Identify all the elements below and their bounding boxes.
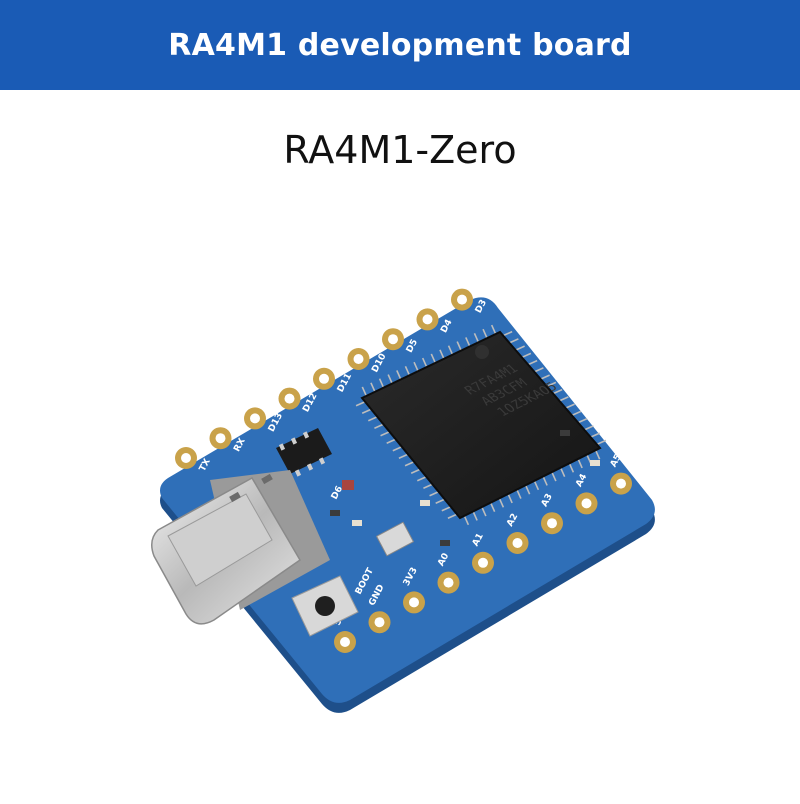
chip-pin xyxy=(481,506,487,517)
header-title: RA4M1 development board xyxy=(168,27,632,63)
chip-pin xyxy=(398,453,409,459)
chip-pin xyxy=(482,328,488,339)
chip-pin xyxy=(423,483,433,489)
chip-pin xyxy=(370,382,376,393)
chip-pin xyxy=(524,484,531,495)
chip-pin xyxy=(594,449,601,460)
chip-pin xyxy=(571,410,582,417)
passive-components xyxy=(330,430,600,557)
chip-pin xyxy=(533,480,540,491)
chip-pin xyxy=(565,403,575,409)
small-ic xyxy=(276,428,332,477)
top-pin-hole-3 xyxy=(284,393,295,404)
chip-pin xyxy=(568,462,575,473)
chip-pin xyxy=(509,338,519,344)
chip-pin xyxy=(374,423,384,429)
chip-pin xyxy=(489,502,496,513)
chip-pin xyxy=(516,489,522,499)
usb-c-connector xyxy=(151,470,330,625)
chip-pin xyxy=(473,332,480,343)
chip-pin xyxy=(552,388,563,395)
chip-pin xyxy=(521,352,532,359)
bottom-pin-hole-3 xyxy=(443,577,454,588)
top-pin-hole-0 xyxy=(181,453,191,463)
chip-pin xyxy=(367,416,378,422)
mcu-chip: R7FA4M1 AB3CFM 1OZ5KAO5 xyxy=(355,324,607,526)
bottom-pin-hole-2 xyxy=(409,597,419,608)
chip-pin xyxy=(498,497,505,508)
chip-pin xyxy=(463,515,470,526)
chip-pin xyxy=(590,432,600,438)
chip-pin xyxy=(577,458,583,469)
chip-pin xyxy=(559,396,569,402)
bottom-pin-hole-1 xyxy=(374,617,385,628)
chip-pin xyxy=(515,345,525,351)
chip-pin xyxy=(416,476,427,482)
chip-pin xyxy=(404,461,415,467)
chip-pin xyxy=(421,357,428,368)
chip-pin xyxy=(447,513,458,519)
chip-pin xyxy=(396,370,402,380)
top-pin-hole-1 xyxy=(215,433,226,444)
top-pin-hole-2 xyxy=(250,413,260,424)
chip-pin xyxy=(540,374,550,380)
chip-pin xyxy=(456,341,462,351)
bottom-pin-hole-6 xyxy=(547,518,557,529)
chip-pin xyxy=(410,468,421,474)
chip-pin xyxy=(465,337,471,347)
bottom-pin-hole-8 xyxy=(616,478,626,489)
chip-pin xyxy=(413,361,419,372)
chip-pin xyxy=(430,353,437,364)
bottom-pin-hole-5 xyxy=(512,538,523,548)
chip-pin xyxy=(577,417,588,424)
chip-pin xyxy=(439,349,445,360)
product-name: RA4M1-Zero xyxy=(283,128,517,172)
bottom-pin-hole-7 xyxy=(581,498,592,509)
chip-pin xyxy=(596,439,607,446)
bottom-pin-hole-4 xyxy=(478,557,488,568)
chip-pin xyxy=(507,493,513,504)
chip-pin xyxy=(380,431,390,437)
top-pin-hole-6 xyxy=(388,334,398,345)
chip-pin xyxy=(441,506,452,512)
chip-pin xyxy=(386,438,397,444)
top-pin-hole-5 xyxy=(353,354,364,364)
chip-pin xyxy=(551,471,557,482)
chip-pin xyxy=(435,498,446,504)
boot-button xyxy=(291,575,359,637)
chip-pin xyxy=(559,467,566,478)
chip-pin xyxy=(447,345,454,356)
chip-pin xyxy=(378,378,385,389)
bottom-pin-hole-0 xyxy=(340,637,350,647)
chip-pin xyxy=(542,476,548,486)
chip-pin xyxy=(355,401,366,407)
chip-pin xyxy=(584,425,594,431)
top-pin-hole-4 xyxy=(319,373,329,384)
chip-pin xyxy=(534,367,544,373)
chip-pin xyxy=(361,386,368,397)
chip-pin xyxy=(546,381,557,388)
top-pin-hole-8 xyxy=(457,294,467,305)
chip-pin xyxy=(490,324,497,335)
header-banner: RA4M1 development board xyxy=(0,0,800,90)
chip-pin xyxy=(392,446,403,452)
chip-pin xyxy=(527,359,538,366)
chip-pin xyxy=(502,330,513,337)
chip-pin xyxy=(429,491,439,497)
chip-pin xyxy=(387,374,393,384)
top-pin-hole-7 xyxy=(422,314,433,325)
chip-pin xyxy=(472,511,478,521)
chip-pin xyxy=(404,365,411,376)
chip-pin xyxy=(361,408,372,414)
